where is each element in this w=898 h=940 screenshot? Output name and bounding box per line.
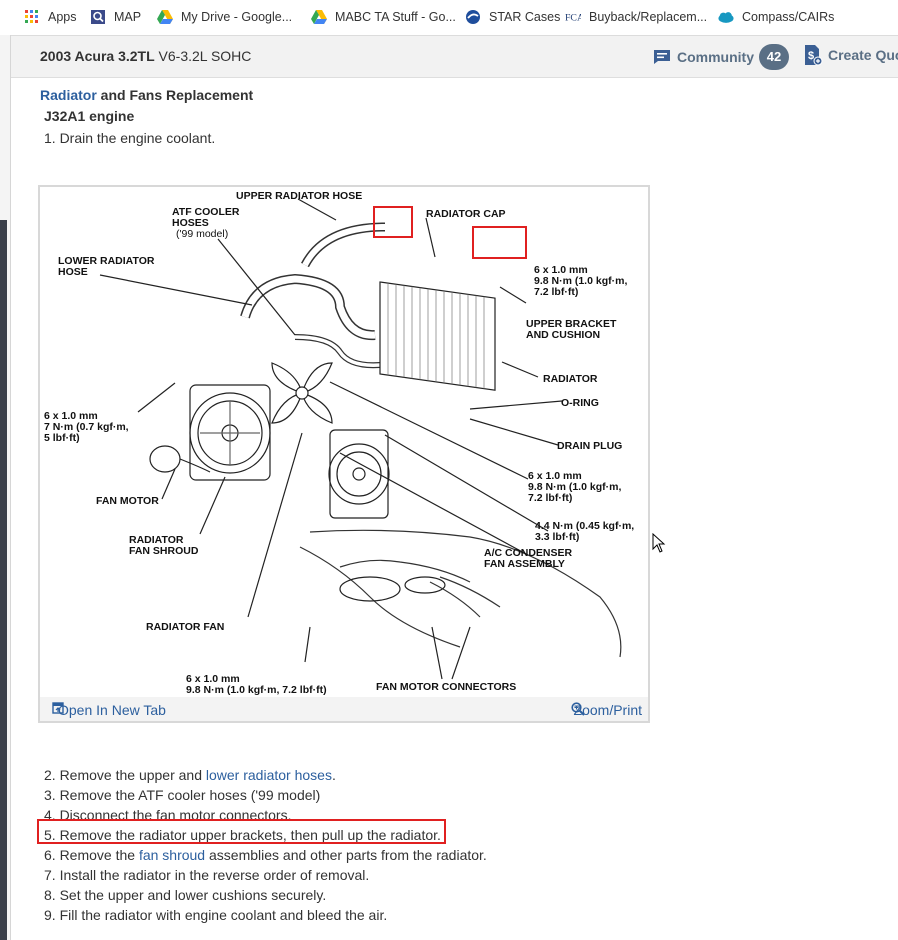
apps-grid-icon [24,9,40,25]
step-3: 3. Remove the ATF cooler hoses ('99 mode… [44,787,321,803]
bookmark-my-drive[interactable]: My Drive - Google... [157,9,292,25]
community-count-badge: 42 [759,44,789,70]
fca-logo-icon: FCA [565,9,581,25]
procedure-steps: 2. Remove the upper and lower radiator h… [44,765,487,925]
figure-toolbar: Open In New Tab Zoom/Print [40,697,648,721]
diagram-label: 7.2 lbf·ft) [534,286,578,298]
fan-shroud-link[interactable]: fan shroud [138,847,206,863]
open-in-new-tab-label: Open In New Tab [58,702,166,718]
star-cases-icon [465,9,481,25]
diagram-label: DRAIN PLUG [557,440,622,452]
vehicle-title: 2003 Acura 3.2TL V6-3.2L SOHC [40,48,252,64]
diagram-label: 6 x 1.0 mm [534,264,588,276]
svg-text:FCA: FCA [565,13,581,24]
bookmark-mabc[interactable]: MABC TA Stuff - Go... [311,9,456,25]
diagram-label: 9.8 N·m (1.0 kgf·m, 7.2 lbf·ft) [186,684,327,696]
bookmarks-bar: Apps MAP My Drive - Google... MABC TA St… [0,0,898,36]
diagram-label: RADIATOR FAN [146,621,224,633]
bookmark-apps[interactable]: Apps [24,9,77,25]
diagram-label: 9.8 N·m (1.0 kgf·m, [534,275,627,287]
google-drive-icon [311,9,327,25]
diagram-label: 6 x 1.0 mm [44,410,98,422]
bookmark-map[interactable]: MAP [90,9,141,25]
step-5: 5. Remove the radiator upper brackets, t… [44,827,441,843]
salesforce-cloud-icon [718,9,734,25]
create-quote-button[interactable]: $ Create Quo [803,44,898,66]
bookmark-label: Apps [48,10,77,24]
diagram-label: 6 x 1.0 mm [528,470,582,482]
radiator-diagram: UPPER RADIATOR HOSE ATF COOLER HOSES ('9… [44,190,634,696]
diagram-label: A/C CONDENSER [484,547,573,559]
diagram-label: 4.4 N·m (0.45 kgf·m, [535,520,634,532]
lower-radiator-hoses-link[interactable]: lower radiator hoses [205,767,332,783]
radiator-diagram-figure: UPPER RADIATOR HOSE ATF COOLER HOSES ('9… [38,185,650,723]
left-sidebar-edge [0,35,11,940]
diagram-label: ATF COOLER [172,206,240,218]
diagram-label: UPPER BRACKET [526,318,617,330]
quote-dollar-icon: $ [803,44,823,66]
diagram-label: LOWER RADIATOR [58,255,155,267]
diagram-label: 7.2 lbf·ft) [528,492,572,504]
radiator-link[interactable]: Radiator [40,87,97,103]
diagram-label: O-RING [561,397,599,409]
bookmark-star-cases[interactable]: STAR Cases [465,9,560,25]
step-9: 9. Fill the radiator with engine coolant… [44,907,388,923]
diagram-label: AND CUSHION [526,329,600,341]
diagram-label: 7 N·m (0.7 kgf·m, [44,421,129,433]
map-search-icon [90,9,106,25]
step-5-highlight-box [37,819,446,844]
bookmark-buyback[interactable]: FCA Buyback/Replacem... [565,9,707,25]
diagram-label: FAN MOTOR CONNECTORS [376,681,516,693]
svg-text:$: $ [808,50,814,62]
diagram-label: ('99 model) [176,228,228,240]
diagram-label: 5 lbf·ft) [44,432,80,444]
step-1: 1. Drain the engine coolant. [44,130,216,146]
bookmark-label: STAR Cases [489,10,561,24]
google-drive-icon [157,9,173,25]
step-6: 6. Remove the fan shroud assemblies and … [44,847,487,863]
diagram-label: HOSE [58,266,88,278]
diagram-label: FAN SHROUD [129,545,199,557]
bookmark-label: MAP [114,10,142,24]
diagram-label: FAN MOTOR [96,495,159,507]
zoom-print-label: Zoom/Print [573,702,642,718]
step-8: 8. Set the upper and lower cushions secu… [44,887,327,903]
diagram-label: FAN ASSEMBLY [484,558,565,570]
bookmark-label: MABC TA Stuff - Go... [335,10,456,24]
open-in-new-tab-link[interactable]: Open In New Tab [52,702,166,718]
page-header: 2003 Acura 3.2TL V6-3.2L SOHC Community … [11,36,898,78]
step-7: 7. Install the radiator in the reverse o… [44,867,370,883]
diagram-label: 6 x 1.0 mm [186,673,240,685]
diagram-label: RADIATOR CAP [426,208,506,220]
diagram-label: RADIATOR [129,534,184,546]
mouse-cursor-icon [652,532,666,558]
chat-icon [653,49,671,65]
bookmark-label: My Drive - Google... [181,10,293,24]
community-button[interactable]: Community 42 [653,44,789,70]
community-label: Community [677,49,754,65]
create-quote-label: Create Quo [828,47,898,63]
bookmark-label: Buyback/Replacem... [589,10,708,24]
zoom-print-link[interactable]: Zoom/Print [570,702,642,718]
diagram-label: HOSES [172,217,209,229]
diagram-label: UPPER RADIATOR HOSE [236,190,362,202]
engine-subtitle: J32A1 engine [44,108,135,124]
bookmark-compass[interactable]: Compass/CAIRs [718,9,834,25]
bookmark-label: Compass/CAIRs [742,10,835,24]
diagram-label: 3.3 lbf·ft) [535,531,579,543]
page-title: Radiator and Fans Replacement [40,87,254,103]
diagram-label: RADIATOR [543,373,598,385]
diagram-label: 9.8 N·m (1.0 kgf·m, [528,481,621,493]
step-2: 2. Remove the upper and lower radiator h… [44,767,336,783]
